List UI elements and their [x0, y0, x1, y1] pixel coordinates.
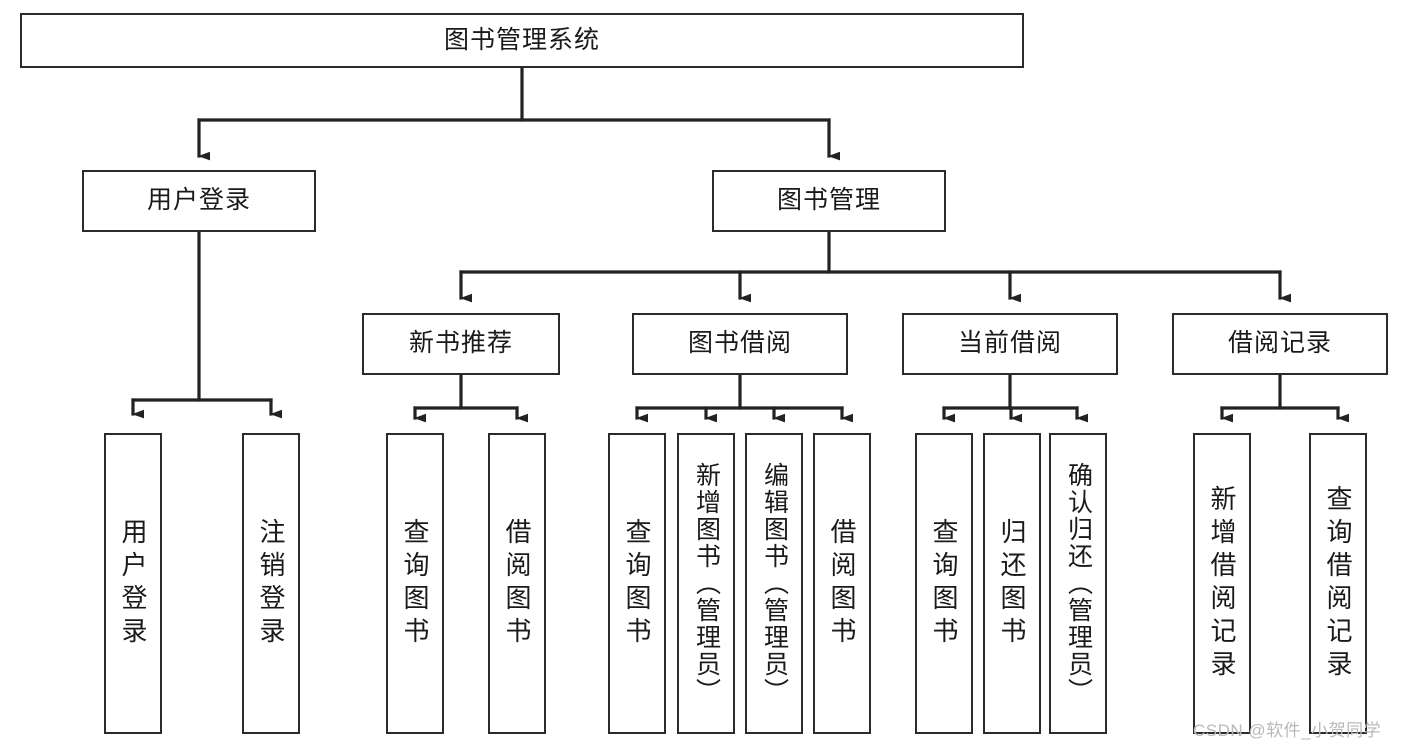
- node-label: 当前借阅: [957, 329, 1062, 358]
- leaf-confirm-return[interactable]: 确认归还（管理员）: [1049, 433, 1107, 734]
- node-label: 用户登录: [118, 517, 148, 650]
- node-borrow-record[interactable]: 借阅记录: [1172, 313, 1388, 375]
- node-label: 图书管理: [776, 186, 881, 215]
- node-label: 查询图书: [400, 517, 430, 650]
- leaf-borrow-book-1[interactable]: 借阅图书: [488, 433, 546, 734]
- node-label: 用户登录: [146, 186, 251, 215]
- leaf-query-record[interactable]: 查询借阅记录: [1309, 433, 1367, 734]
- node-label: 注销登录: [256, 517, 286, 650]
- leaf-add-record[interactable]: 新增借阅记录: [1193, 433, 1251, 734]
- leaf-return-book[interactable]: 归还图书: [983, 433, 1041, 734]
- node-label: 图书借阅: [687, 329, 792, 358]
- node-label: 新增借阅记录: [1207, 484, 1237, 683]
- node-label: 新增图书（管理员）: [692, 462, 721, 705]
- node-label: 新书推荐: [408, 329, 513, 358]
- leaf-query-book-1[interactable]: 查询图书: [386, 433, 444, 734]
- node-label: 图书管理系统: [443, 25, 600, 54]
- leaf-borrow-book-2[interactable]: 借阅图书: [813, 433, 871, 734]
- leaf-user-login[interactable]: 用户登录: [104, 433, 162, 734]
- node-root-system[interactable]: 图书管理系统: [20, 13, 1024, 68]
- node-label: 查询借阅记录: [1323, 484, 1353, 683]
- node-user-login[interactable]: 用户登录: [82, 170, 316, 232]
- node-label: 借阅图书: [502, 517, 532, 650]
- leaf-logout[interactable]: 注销登录: [242, 433, 300, 734]
- node-label: 查询图书: [929, 517, 959, 650]
- node-book-manage[interactable]: 图书管理: [712, 170, 946, 232]
- node-label: 查询图书: [622, 517, 652, 650]
- node-label: 确认归还（管理员）: [1064, 462, 1093, 705]
- leaf-add-book[interactable]: 新增图书（管理员）: [677, 433, 735, 734]
- leaf-edit-book[interactable]: 编辑图书（管理员）: [745, 433, 803, 734]
- node-book-borrow[interactable]: 图书借阅: [632, 313, 848, 375]
- node-label: 编辑图书（管理员）: [760, 462, 789, 705]
- node-new-book-recommend[interactable]: 新书推荐: [362, 313, 560, 375]
- leaf-query-book-2[interactable]: 查询图书: [608, 433, 666, 734]
- node-current-borrow[interactable]: 当前借阅: [902, 313, 1118, 375]
- node-label: 借阅记录: [1227, 329, 1332, 358]
- leaf-query-book-3[interactable]: 查询图书: [915, 433, 973, 734]
- node-label: 归还图书: [997, 517, 1027, 650]
- node-label: 借阅图书: [827, 517, 857, 650]
